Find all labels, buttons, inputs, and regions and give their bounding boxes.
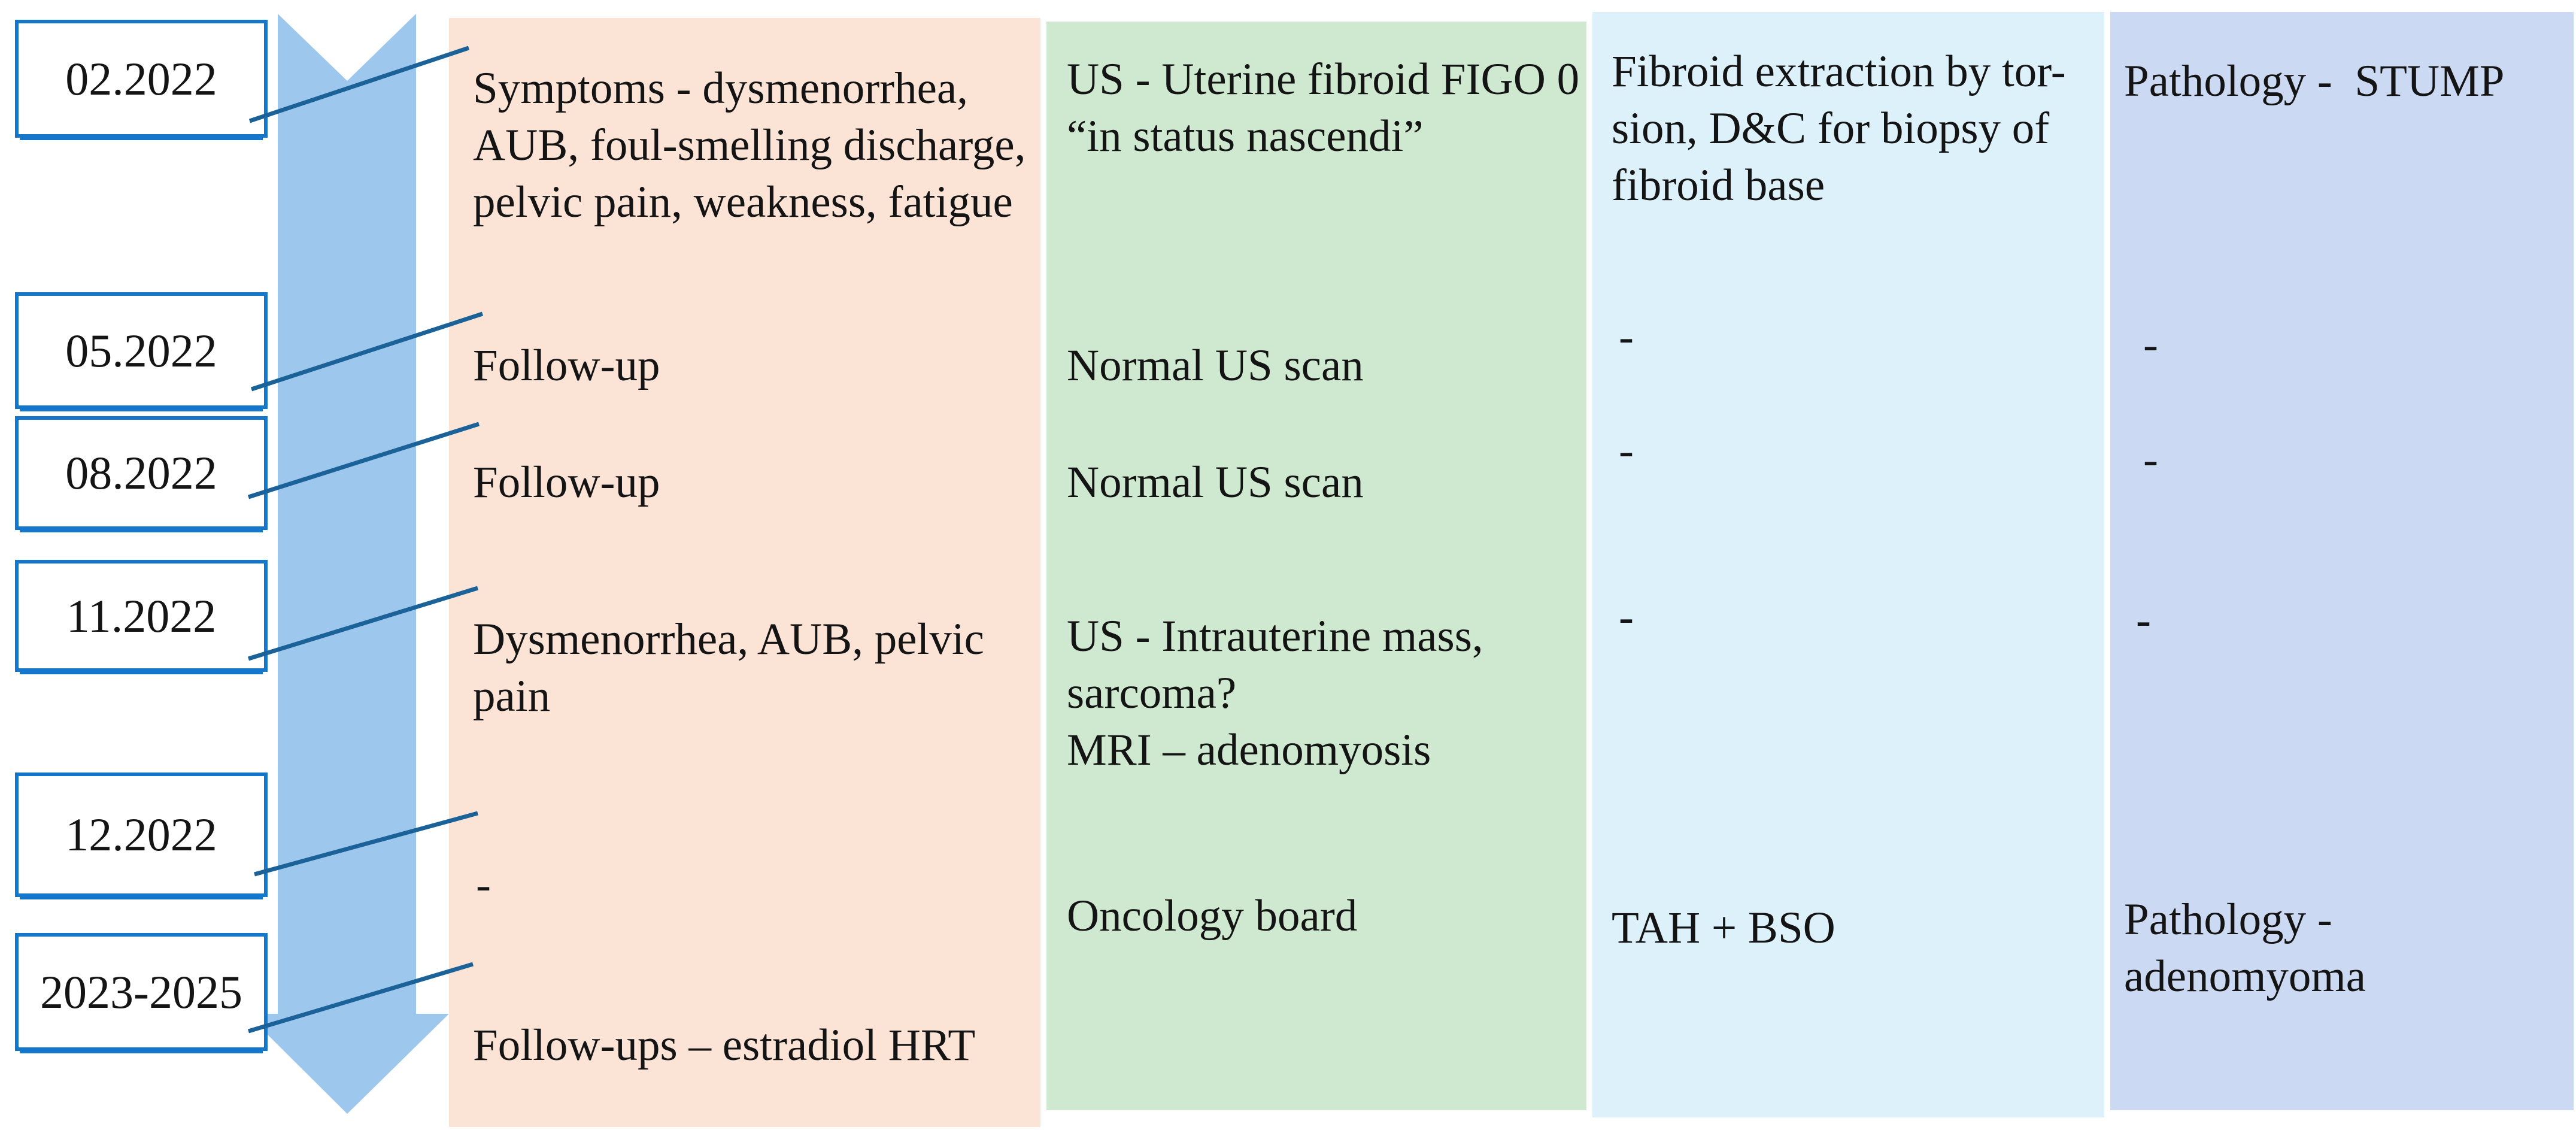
symptoms-row-2: Follow-up xyxy=(473,341,660,390)
date-label: 02.2022 xyxy=(65,52,217,105)
date-label: 2023-2025 xyxy=(40,965,242,1018)
date-box-1: 02.2022 xyxy=(15,20,268,138)
date-box-5: 12.2022 xyxy=(15,772,268,897)
imaging-row-5: Oncology board xyxy=(1067,891,1358,941)
procedures-row-4: - xyxy=(1619,592,1634,642)
date-label: 05.2022 xyxy=(65,324,217,377)
symptoms-row-6: Follow-ups – estradiol HRT xyxy=(473,1020,976,1070)
pathology-row-2: - xyxy=(2143,320,2158,369)
connector-line-3 xyxy=(247,422,480,499)
date-box-2: 05.2022 xyxy=(15,292,268,409)
pathology-row-4: - xyxy=(2136,595,2151,645)
symptoms-row-5: - xyxy=(476,860,491,910)
date-label: 08.2022 xyxy=(65,447,217,499)
procedures-row-2: - xyxy=(1619,312,1634,362)
down-arrow-icon xyxy=(247,14,449,1114)
pathology-row-5: Pathology - adenomyoma xyxy=(2124,895,2366,1001)
symptoms-row-4: Dysmenorrhea, AUB, pelvic pain xyxy=(473,614,984,721)
connector-line-1 xyxy=(248,46,470,123)
pathology-row-1: Pathology - STUMP xyxy=(2124,56,2505,106)
procedures-row-5: TAH + BSO xyxy=(1612,903,1835,953)
date-label: 12.2022 xyxy=(65,808,217,861)
imaging-row-1: US - Uterine fibroid FIGO 0 “in status n… xyxy=(1067,54,1580,161)
symptoms-row-1: Symptoms - dysmenorrhea, AUB, foul-smell… xyxy=(473,63,1026,227)
imaging-row-4: US - Intrauterine mass, sarcoma? MRI – a… xyxy=(1067,611,1483,775)
procedures-row-1: Fibroid extraction by tor- sion, D&C for… xyxy=(1612,47,2066,210)
column-imaging xyxy=(1046,22,1586,1110)
symptoms-row-3: Follow-up xyxy=(473,458,660,507)
column-symptoms xyxy=(449,18,1040,1127)
connector-line-2 xyxy=(250,311,484,392)
date-box-3: 08.2022 xyxy=(15,416,268,530)
procedures-row-3: - xyxy=(1619,426,1634,475)
imaging-row-3: Normal US scan xyxy=(1067,458,1364,507)
connector-line-4 xyxy=(247,586,479,661)
date-box-4: 11.2022 xyxy=(15,560,268,672)
date-label: 11.2022 xyxy=(66,589,217,642)
connector-line-5 xyxy=(254,811,478,877)
connector-line-6 xyxy=(247,962,474,1034)
column-pathology xyxy=(2110,12,2574,1110)
column-procedures xyxy=(1592,12,2104,1117)
pathology-row-3: - xyxy=(2143,435,2158,484)
imaging-row-2: Normal US scan xyxy=(1067,341,1364,390)
date-box-6: 2023-2025 xyxy=(15,933,268,1051)
